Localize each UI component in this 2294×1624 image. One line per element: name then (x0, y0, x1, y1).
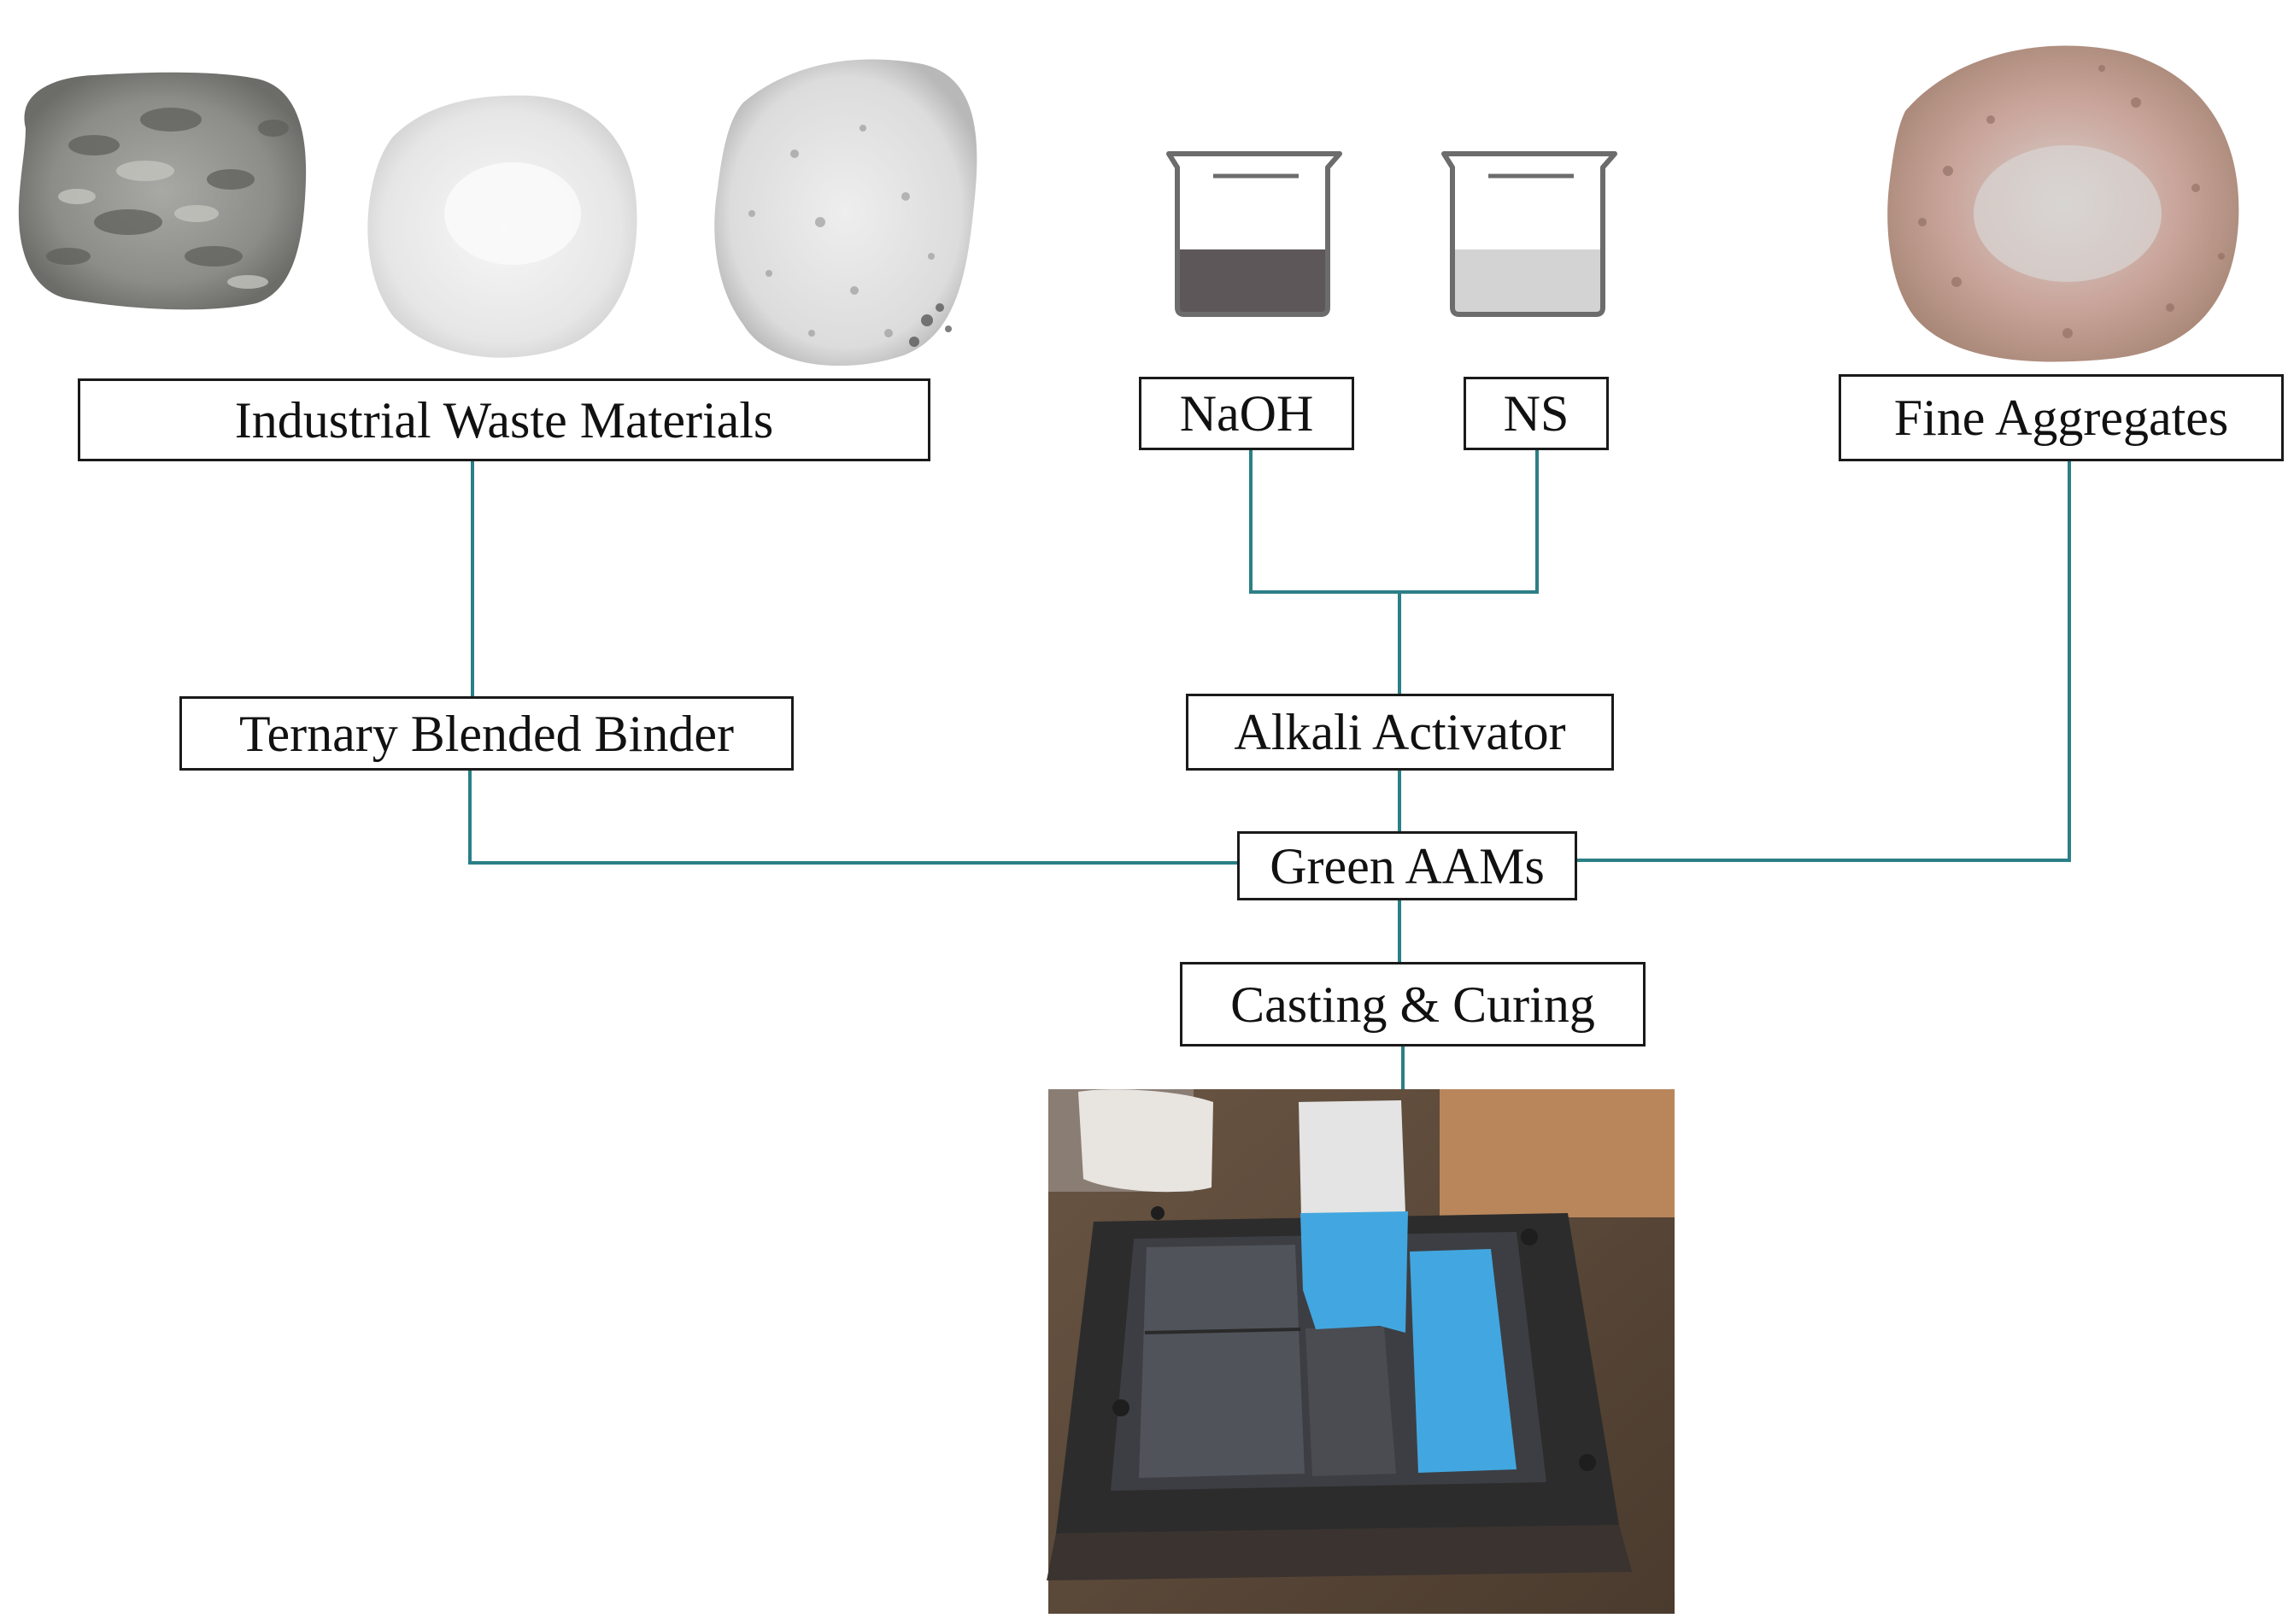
fine-aggregates-label: Fine Aggregates (1893, 390, 2229, 446)
ns-box: NS (1464, 377, 1609, 450)
industrial-waste-materials-label: Industrial Waste Materials (234, 391, 774, 449)
mould-casting-photo (1047, 1089, 1675, 1614)
green-aams-label: Green AAMs (1270, 837, 1545, 894)
ternary-blended-binder-box: Ternary Blended Binder (179, 696, 794, 771)
connector-fine-to-green-aams (1577, 461, 2071, 862)
fine-aggregates-box: Fine Aggregates (1839, 374, 2284, 461)
grey-powder-photo (18, 72, 307, 310)
connector-naoh-to-activator (1249, 450, 1399, 594)
ns-label: NS (1503, 385, 1569, 442)
connector-ns-to-activator (1399, 450, 1539, 594)
alkali-activator-label: Alkali Activator (1234, 704, 1566, 760)
white-powder-photo (367, 95, 637, 358)
connector-lines (468, 450, 2071, 1092)
naoh-box: NaOH (1139, 377, 1354, 450)
alkali-activator-box: Alkali Activator (1186, 694, 1614, 771)
green-aams-box: Green AAMs (1237, 831, 1577, 900)
industrial-waste-materials-box: Industrial Waste Materials (78, 378, 930, 461)
connector-binder-to-green-aams (468, 771, 1237, 865)
casting-curing-box: Casting & Curing (1180, 962, 1646, 1047)
casting-curing-label: Casting & Curing (1230, 976, 1595, 1033)
ternary-blended-binder-label: Ternary Blended Binder (239, 705, 734, 762)
naoh-beaker-icon (1166, 151, 1342, 317)
naoh-label: NaOH (1179, 385, 1314, 442)
ns-beaker-icon (1441, 151, 1617, 317)
speckled-white-powder-photo (714, 59, 977, 366)
fine-aggregate-photo (1887, 45, 2239, 362)
